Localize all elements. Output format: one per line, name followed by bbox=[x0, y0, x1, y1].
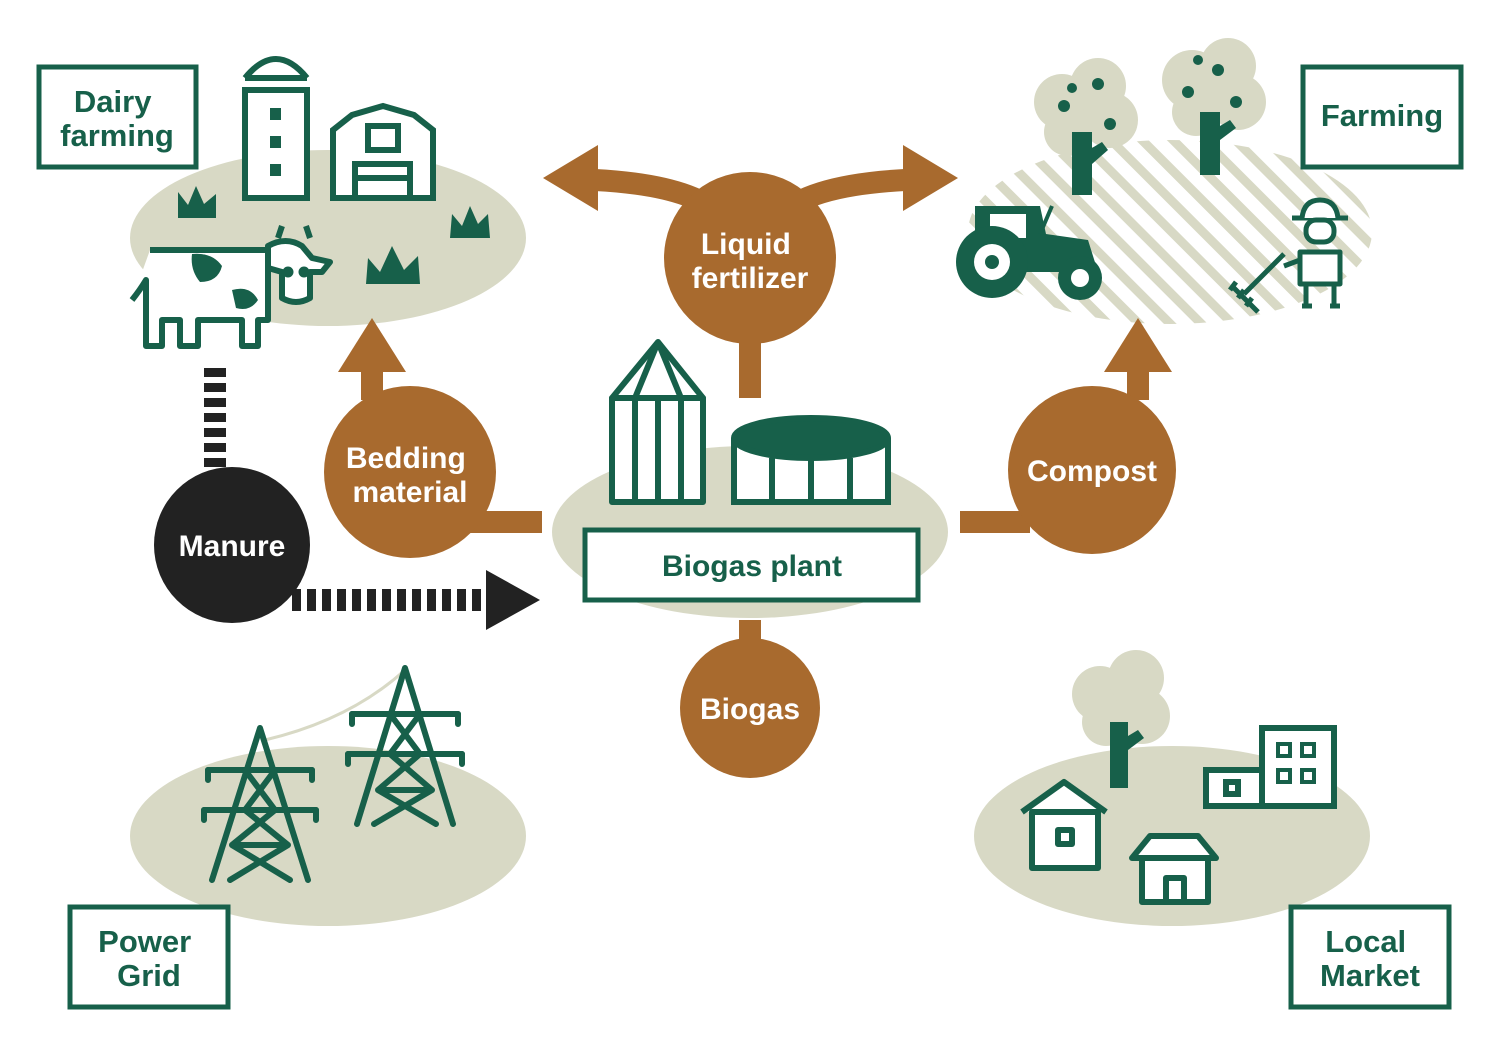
manure-circle bbox=[154, 467, 310, 623]
biogas-plant-label: Biogas plant bbox=[662, 550, 842, 583]
bedding-material-label: Bedding material bbox=[346, 442, 474, 509]
arrowhead-right bbox=[903, 145, 958, 211]
local-market-box bbox=[1288, 904, 1452, 1010]
power-grid-label: Power Grid bbox=[98, 924, 200, 993]
power-tower-icon bbox=[345, 665, 465, 827]
power-grid-box bbox=[67, 904, 231, 1010]
power-line bbox=[264, 668, 407, 742]
liquid-fertilizer-label: Liquid fertilizer bbox=[692, 228, 809, 295]
compost-arrowhead bbox=[1104, 318, 1172, 372]
compost-connectors bbox=[960, 368, 1149, 533]
apple-tree-icon bbox=[1162, 38, 1266, 175]
manure-label: Manure bbox=[179, 530, 286, 563]
house-icon bbox=[1129, 833, 1219, 905]
compost-circle bbox=[1008, 386, 1176, 554]
farming-label: Farming bbox=[1321, 98, 1443, 133]
manure-arrowhead bbox=[486, 570, 540, 630]
dairy-farming-box bbox=[36, 64, 199, 170]
bedding-arrowhead bbox=[338, 318, 406, 372]
house-icon bbox=[1020, 779, 1108, 871]
local-market-label: Local Market bbox=[1320, 924, 1420, 993]
biogas-label: Biogas bbox=[700, 693, 800, 726]
farming-box bbox=[1300, 64, 1464, 170]
arrowhead-left bbox=[543, 145, 598, 211]
power-tower-icon bbox=[201, 725, 319, 883]
cow-icon bbox=[129, 225, 333, 349]
power-area-blob bbox=[130, 746, 526, 926]
tractor-icon bbox=[956, 205, 1102, 300]
silo-icon bbox=[242, 56, 310, 201]
grass-icon bbox=[178, 186, 490, 284]
storage-tank-icon bbox=[731, 415, 891, 505]
farmer-icon bbox=[1228, 197, 1348, 314]
building-icon bbox=[1203, 725, 1337, 809]
bedding-material-circle bbox=[324, 386, 496, 558]
dairy-farming-label: Dairy farming bbox=[60, 84, 174, 153]
liquid-fertilizer-circle bbox=[664, 172, 836, 344]
digester-silo-icon bbox=[609, 339, 706, 505]
biogas-circle bbox=[680, 638, 820, 778]
biogas-plant-box bbox=[582, 527, 921, 603]
compost-label: Compost bbox=[1027, 455, 1157, 488]
barn-icon bbox=[330, 102, 436, 201]
tree-icon bbox=[1072, 650, 1170, 788]
apple-tree-icon bbox=[1034, 58, 1138, 195]
